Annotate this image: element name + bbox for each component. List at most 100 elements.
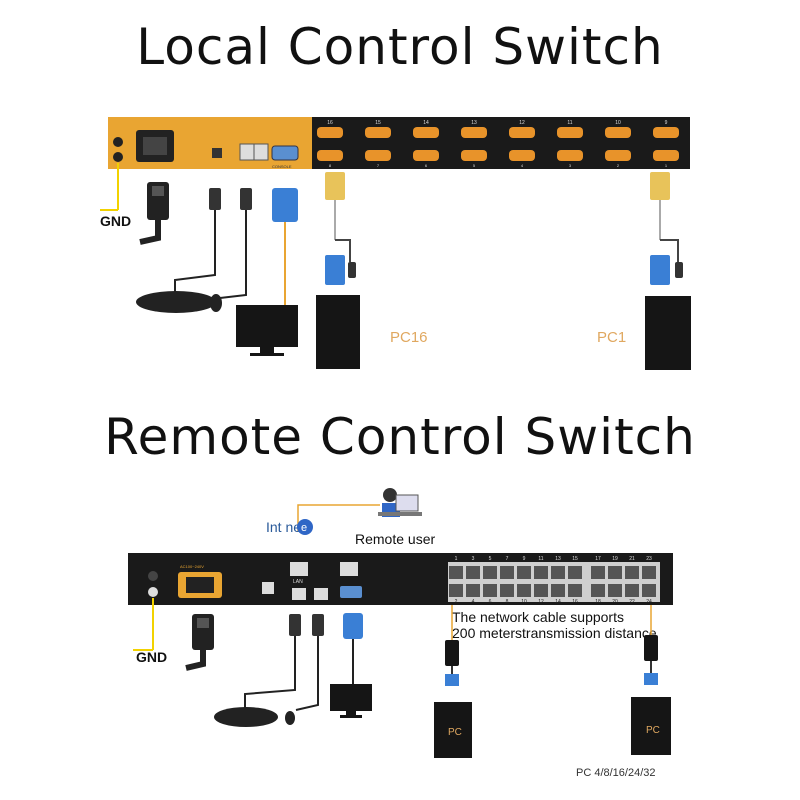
- db-port-icon: [461, 127, 487, 138]
- port-number-label: 2: [455, 599, 458, 605]
- db-port-icon: [365, 150, 391, 161]
- mouse-plug-icon: [312, 614, 324, 636]
- db-port-icon: [605, 150, 631, 161]
- cable-note-line1: The network cable supports: [452, 609, 624, 625]
- remote-user-label: Remote user: [355, 531, 435, 547]
- pc16-label: PC16: [390, 329, 428, 346]
- port-number-label: 14: [555, 599, 561, 605]
- usb-port-icon: [262, 582, 274, 594]
- pc1-connection: [645, 172, 691, 370]
- remote-pc-right-label: PC: [646, 725, 660, 736]
- rj45-port-icon: [608, 566, 622, 579]
- rj45-port-icon: [591, 566, 605, 579]
- pc-tower-icon: [645, 296, 691, 370]
- port-number-label: 11: [538, 556, 543, 562]
- gnd-label: GND: [100, 213, 131, 229]
- rj45-port-icon: [568, 566, 582, 579]
- db-port-icon: [461, 150, 487, 161]
- local-switch-unit: CONSOLE: [108, 117, 690, 169]
- pc16-connection: [316, 172, 360, 369]
- port-number-label: 21: [629, 556, 635, 562]
- remote-user-icon: [378, 488, 422, 517]
- rj45-port-icon: [466, 584, 480, 597]
- db-port-icon: [317, 150, 343, 161]
- port-number-label: 24: [646, 599, 652, 605]
- port-number-label: 16: [327, 120, 333, 126]
- local-section-title: Local Control Switch: [136, 18, 664, 76]
- remote-pc-right-connection: [631, 605, 671, 755]
- port-number-label: 10: [615, 120, 621, 126]
- rj45-port-icon: [591, 584, 605, 597]
- db-port-icon: [653, 127, 679, 138]
- vga-port-icon: [340, 586, 362, 598]
- port-number-label: 4: [472, 599, 475, 605]
- rj45-port-icon: [534, 584, 548, 597]
- pc-tower-icon: [434, 702, 472, 758]
- rj45-port-icon: [608, 584, 622, 597]
- remote-pc-left-label: PC: [448, 727, 462, 738]
- db-port-icon: [605, 127, 631, 138]
- vga-connector-icon: [272, 188, 298, 222]
- rj45-port-icon: [517, 566, 531, 579]
- port-number-label: 12: [538, 599, 544, 605]
- port-number-label: 8: [329, 163, 332, 168]
- port-number-label: 15: [375, 120, 381, 126]
- lan-port-icon: [290, 562, 308, 576]
- rj45-port-icon: [483, 566, 497, 579]
- port-number-label: 3: [472, 556, 475, 562]
- port-number-label: 15: [572, 556, 578, 562]
- port-number-label: 1: [665, 163, 668, 168]
- vga-connector-icon: [343, 613, 363, 639]
- cable-note-line2: 200 meterstransmission distance: [452, 625, 657, 641]
- console-label: CONSOLE: [272, 164, 292, 169]
- ground-terminal-icon: [148, 571, 158, 581]
- db-port-icon: [365, 127, 391, 138]
- port-number-label: 18: [595, 599, 601, 605]
- lan-port-icon: [340, 562, 358, 576]
- gnd-label: GND: [136, 649, 167, 665]
- remote-section-title: Remote Control Switch: [104, 408, 696, 466]
- keyboard-plug-icon: [209, 188, 221, 210]
- lan-label: LAN: [293, 579, 303, 585]
- port-number-label: 7: [377, 163, 380, 168]
- ground-terminal-icon: [148, 587, 158, 597]
- console-vga-port-icon: [271, 145, 299, 161]
- port-number-label: 12: [519, 120, 525, 126]
- port-number-label: 13: [471, 120, 477, 126]
- db-port-icon: [653, 150, 679, 161]
- rj45-port-icon: [449, 584, 463, 597]
- rj45-port-icon: [483, 584, 497, 597]
- port-number-label: 14: [423, 120, 429, 126]
- port-number-label: 8: [506, 599, 509, 605]
- port-number-label: 17: [595, 556, 601, 562]
- rj45-port-icon: [642, 584, 656, 597]
- pc-count-note: PC 4/8/16/24/32: [576, 767, 656, 779]
- port-number-label: 20: [612, 599, 618, 605]
- keyboard-icon: [214, 707, 278, 727]
- power-cord-icon: [185, 614, 214, 671]
- db-port-icon: [413, 150, 439, 161]
- db-port-icon: [509, 127, 535, 138]
- port-number-label: 11: [567, 120, 572, 126]
- internet-label: Int net: [266, 519, 305, 535]
- pc1-label: PC1: [597, 329, 626, 346]
- db-port-icon: [413, 127, 439, 138]
- mouse-icon: [285, 711, 295, 725]
- port-number-label: 6: [425, 163, 428, 168]
- port-number-label: 16: [572, 599, 578, 605]
- db-port-icon: [557, 150, 583, 161]
- db-port-icon: [509, 150, 535, 161]
- port-number-label: 1: [455, 556, 458, 562]
- ground-terminal-icon: [113, 137, 123, 147]
- rj45-port-icon: [500, 584, 514, 597]
- port-number-label: 9: [665, 120, 668, 126]
- port-number-label: 3: [569, 163, 572, 168]
- rj45-port-icon: [534, 566, 548, 579]
- usb-port-icon: [314, 588, 328, 600]
- internet-e-glyph: e: [301, 522, 307, 534]
- rj45-port-icon: [625, 566, 639, 579]
- usb-port-icon: [212, 148, 222, 158]
